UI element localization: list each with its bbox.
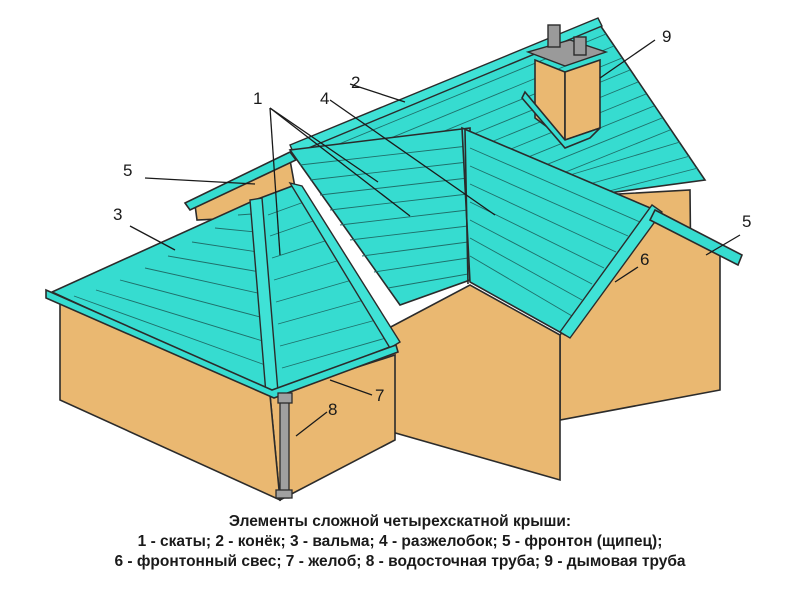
label-7: 7 <box>375 386 384 405</box>
hip-end-courses <box>73 213 269 367</box>
roof-diagram: 1 2 3 4 5 5 6 7 8 9 <box>45 17 751 502</box>
label-4: 4 <box>320 89 329 108</box>
label-5-right: 5 <box>742 212 751 231</box>
label-2: 2 <box>351 73 360 92</box>
label-8: 8 <box>328 400 337 419</box>
caption-title: Элементы сложной четырехскатной крыши: <box>228 513 572 530</box>
hip-front-courses <box>267 201 387 369</box>
left-gable-overhang <box>183 150 298 212</box>
chimney-front <box>564 58 601 142</box>
caption: Элементы сложной четырехскатной крыши: 1… <box>0 512 800 572</box>
label-1: 1 <box>253 89 262 108</box>
chimney-pot-1 <box>547 24 561 48</box>
label-5-left: 5 <box>123 161 132 180</box>
right-gable-overhang <box>648 208 744 267</box>
chimney-pot-2 <box>573 36 587 56</box>
label-6: 6 <box>640 250 649 269</box>
label-9: 9 <box>662 27 671 46</box>
middle-roof-courses <box>299 145 469 289</box>
downpipe <box>279 399 290 499</box>
leader-lines <box>129 39 741 437</box>
valley-line <box>464 129 469 285</box>
eaves-gutter <box>45 288 399 399</box>
downpipe-head <box>277 392 293 404</box>
hip-valley-strip <box>288 181 401 349</box>
chimney-flashing <box>521 90 601 149</box>
downpipe-shoe <box>275 489 293 499</box>
caption-line-2: 1 - скаты; 2 - конёк; 3 - вальма; 4 - ра… <box>137 533 663 550</box>
gable-barge-edge <box>558 204 663 339</box>
caption-line-3: 6 - фронтонный свес; 7 - желоб; 8 - водо… <box>114 553 686 570</box>
label-3: 3 <box>113 205 122 224</box>
